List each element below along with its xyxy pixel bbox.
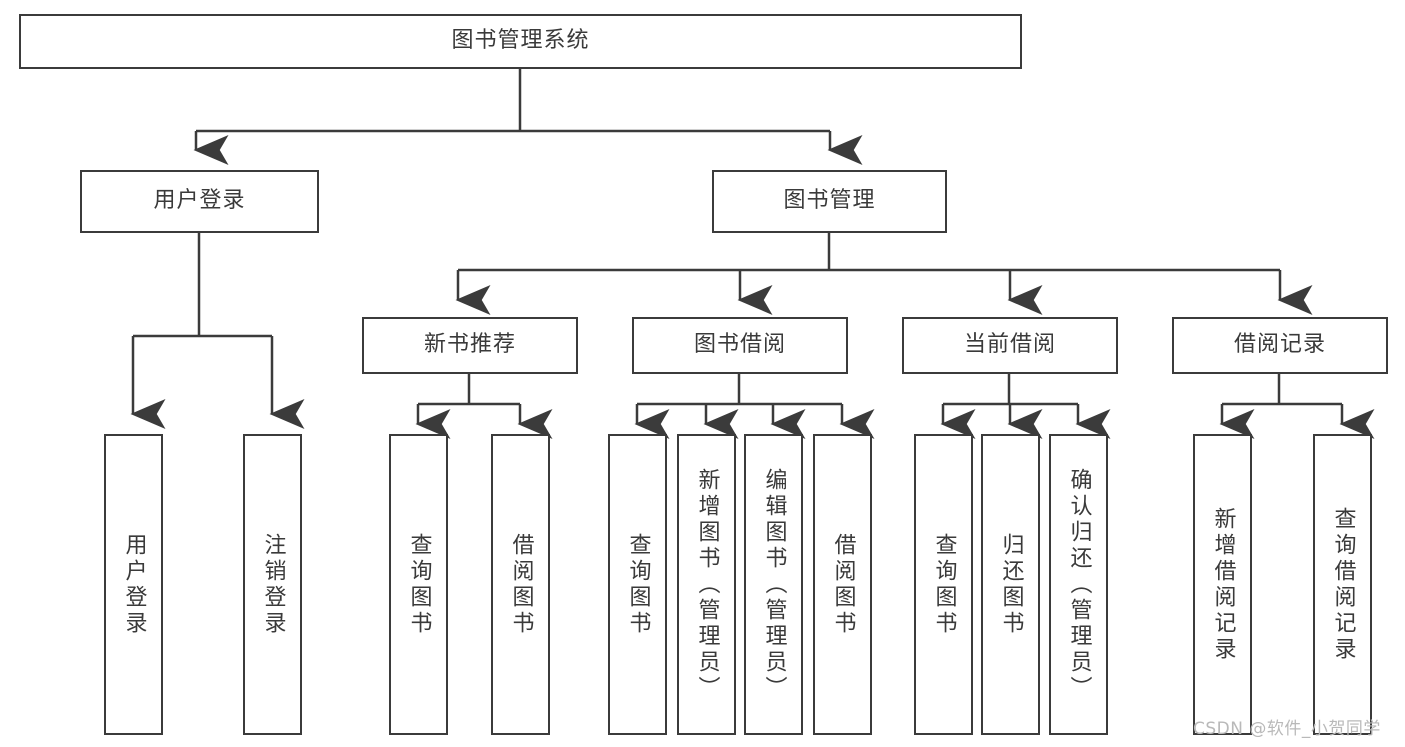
leaf-edit-book[interactable]: 编辑图书（管理员） (744, 434, 803, 735)
node-label: 查询借阅记录 (1330, 506, 1356, 663)
node-current-borrow[interactable]: 当前借阅 (902, 317, 1118, 374)
watermark-text: CSDN @软件_小贺同学 (1193, 719, 1381, 739)
node-label: 查询图书 (625, 532, 651, 637)
node-label: 新增借阅记录 (1210, 506, 1236, 663)
node-user-login[interactable]: 用户登录 (80, 170, 319, 233)
leaf-add-borrow-record[interactable]: 新增借阅记录 (1193, 434, 1252, 735)
leaf-query-book-current[interactable]: 查询图书 (914, 434, 973, 735)
leaf-add-book[interactable]: 新增图书（管理员） (677, 434, 736, 735)
leaf-user-login[interactable]: 用户登录 (104, 434, 163, 735)
node-label: 新增图书（管理员） (694, 467, 720, 702)
node-label: 借阅记录 (1233, 332, 1326, 358)
node-label: 借阅图书 (830, 532, 856, 637)
leaf-borrow-book[interactable]: 借阅图书 (813, 434, 872, 735)
node-label: 用户登录 (121, 532, 147, 637)
node-label: 图书借阅 (693, 332, 786, 358)
leaf-query-borrow-record[interactable]: 查询借阅记录 (1313, 434, 1372, 735)
node-root-book-management-system[interactable]: 图书管理系统 (19, 14, 1022, 69)
node-label: 图书管理 (783, 188, 876, 214)
node-label: 用户登录 (153, 188, 246, 214)
node-label: 归还图书 (998, 532, 1024, 637)
leaf-borrow-book-recommend[interactable]: 借阅图书 (491, 434, 550, 735)
node-label: 图书管理系统 (451, 28, 590, 54)
node-label: 查询图书 (406, 532, 432, 637)
node-book-manage[interactable]: 图书管理 (712, 170, 947, 233)
leaf-query-book-recommend[interactable]: 查询图书 (389, 434, 448, 735)
node-new-book-recommend[interactable]: 新书推荐 (362, 317, 578, 374)
node-label: 查询图书 (931, 532, 957, 637)
node-label: 编辑图书（管理员） (761, 467, 787, 702)
leaf-query-book-borrow[interactable]: 查询图书 (608, 434, 667, 735)
node-label: 注销登录 (260, 532, 286, 637)
leaf-return-book[interactable]: 归还图书 (981, 434, 1040, 735)
leaf-logout-login[interactable]: 注销登录 (243, 434, 302, 735)
leaf-confirm-return[interactable]: 确认归还（管理员） (1049, 434, 1108, 735)
node-borrow-record[interactable]: 借阅记录 (1172, 317, 1388, 374)
node-label: 借阅图书 (508, 532, 534, 637)
node-book-borrow[interactable]: 图书借阅 (632, 317, 848, 374)
node-label: 新书推荐 (423, 332, 516, 358)
node-label: 当前借阅 (963, 332, 1056, 358)
node-label: 确认归还（管理员） (1066, 467, 1092, 702)
